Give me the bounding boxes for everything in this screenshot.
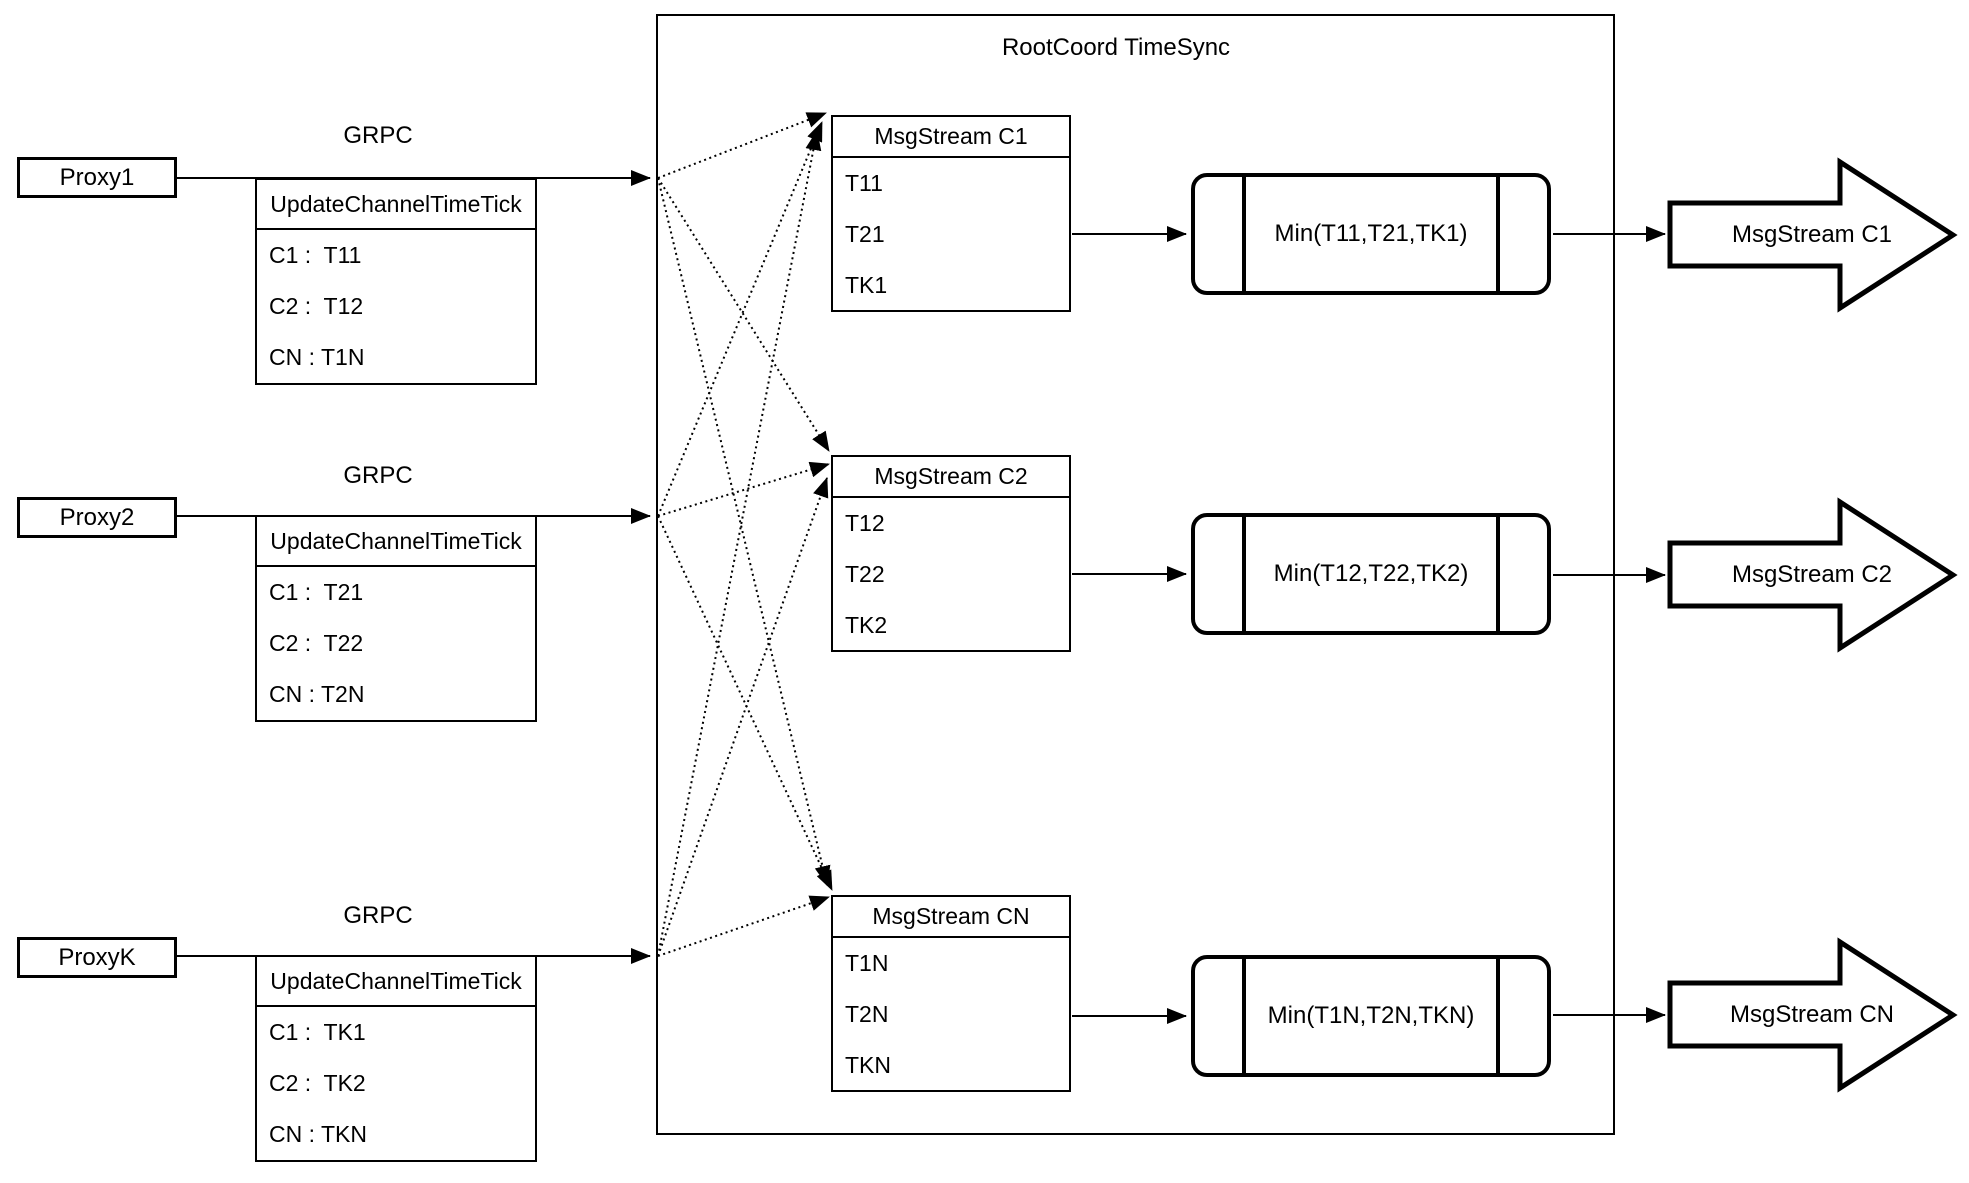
- table-row: CN : TKN: [269, 1121, 367, 1147]
- min-box-c2: Min(T12,T22,TK2): [1191, 513, 1551, 635]
- table-row: T21: [845, 221, 885, 247]
- grpc-label-3: GRPC: [343, 902, 413, 929]
- msgstream-c2-header: MsgStream C2: [833, 457, 1069, 498]
- table-row: TK2: [845, 612, 888, 638]
- output-arrow-label-c1: MsgStream C1: [1731, 221, 1893, 248]
- min-box-divider: [1496, 177, 1500, 291]
- output-arrow-shape-c1: [1667, 157, 1958, 313]
- fanout-line-p1-c2: [657, 177, 830, 452]
- msgstream-c1-table: MsgStream C1 T11 T21 TK1: [831, 115, 1071, 312]
- msgstream-c2-table: MsgStream C2 T12 T22 TK2: [831, 455, 1071, 652]
- fanout-line-pk-c2: [657, 477, 829, 957]
- min-box-divider: [1496, 517, 1500, 631]
- msgstream-c1-header: MsgStream C1: [833, 117, 1069, 158]
- min-label-cn: Min(T1N,T2N,TKN): [1267, 1002, 1475, 1029]
- msgstream-cn-table: MsgStream CN T1N T2N TKN: [831, 895, 1071, 1092]
- proxyk-message-table: UpdateChannelTimeTick C1 : TK1 C2 : TK2 …: [255, 955, 537, 1162]
- table-row: C1 : TK1: [269, 1019, 366, 1045]
- table-row: CN : T1N: [269, 344, 365, 370]
- proxy2-message-header: UpdateChannelTimeTick: [257, 517, 535, 567]
- table-row: C2 : TK2: [269, 1070, 366, 1096]
- min-box-cn: Min(T1N,T2N,TKN): [1191, 955, 1551, 1077]
- min-box-divider: [1242, 959, 1246, 1073]
- min-box-divider: [1242, 177, 1246, 291]
- output-arrow-shape-cn: [1667, 937, 1958, 1093]
- table-row: CN : T2N: [269, 681, 365, 707]
- fanout-line-p1-cn: [657, 177, 831, 886]
- min-label-c2: Min(T12,T22,TK2): [1273, 560, 1469, 587]
- proxy1-label: Proxy1: [59, 163, 135, 191]
- output-arrow-label-c2: MsgStream C2: [1731, 561, 1893, 588]
- grpc-label-2: GRPC: [343, 462, 413, 489]
- table-row: T2N: [845, 1001, 889, 1027]
- proxy2-label: Proxy2: [59, 503, 135, 531]
- table-row: C2 : T12: [269, 293, 364, 319]
- fanout-line-p2-c2: [657, 461, 830, 517]
- proxyk-box: ProxyK: [17, 937, 177, 978]
- proxy1-box: Proxy1: [17, 157, 177, 198]
- min-label-c1: Min(T11,T21,TK1): [1274, 220, 1468, 247]
- rootcoord-box: [656, 14, 1615, 1135]
- proxyk-message-header: UpdateChannelTimeTick: [257, 957, 535, 1007]
- msgstream-cn-header: MsgStream CN: [833, 897, 1069, 938]
- proxy1-message-table: UpdateChannelTimeTick C1 : T11 C2 : T12 …: [255, 178, 537, 385]
- proxyk-label: ProxyK: [58, 943, 136, 971]
- table-row: TK1: [845, 272, 888, 298]
- output-arrow-label-cn: MsgStream CN: [1729, 1001, 1895, 1028]
- fanout-line-p1-c1: [657, 112, 827, 179]
- grpc-label-1: GRPC: [343, 122, 413, 149]
- table-row: TKN: [845, 1052, 891, 1078]
- fanout-line-pk-c1: [657, 130, 822, 957]
- min-box-divider: [1496, 959, 1500, 1073]
- table-row: T11: [845, 170, 883, 196]
- table-row: T1N: [845, 950, 889, 976]
- rootcoord-title: RootCoord TimeSync: [1001, 34, 1231, 61]
- table-row: T12: [845, 510, 885, 536]
- table-row: C1 : T21: [269, 579, 364, 605]
- table-row: T22: [845, 561, 885, 587]
- output-arrow-shape-c2: [1667, 497, 1958, 653]
- min-box-c1: Min(T11,T21,TK1): [1191, 173, 1551, 295]
- proxy1-message-header: UpdateChannelTimeTick: [257, 180, 535, 230]
- min-box-divider: [1242, 517, 1246, 631]
- proxy2-box: Proxy2: [17, 497, 177, 538]
- table-row: C2 : T22: [269, 630, 364, 656]
- table-row: C1 : T11: [269, 242, 362, 268]
- proxy2-message-table: UpdateChannelTimeTick C1 : T21 C2 : T22 …: [255, 515, 537, 722]
